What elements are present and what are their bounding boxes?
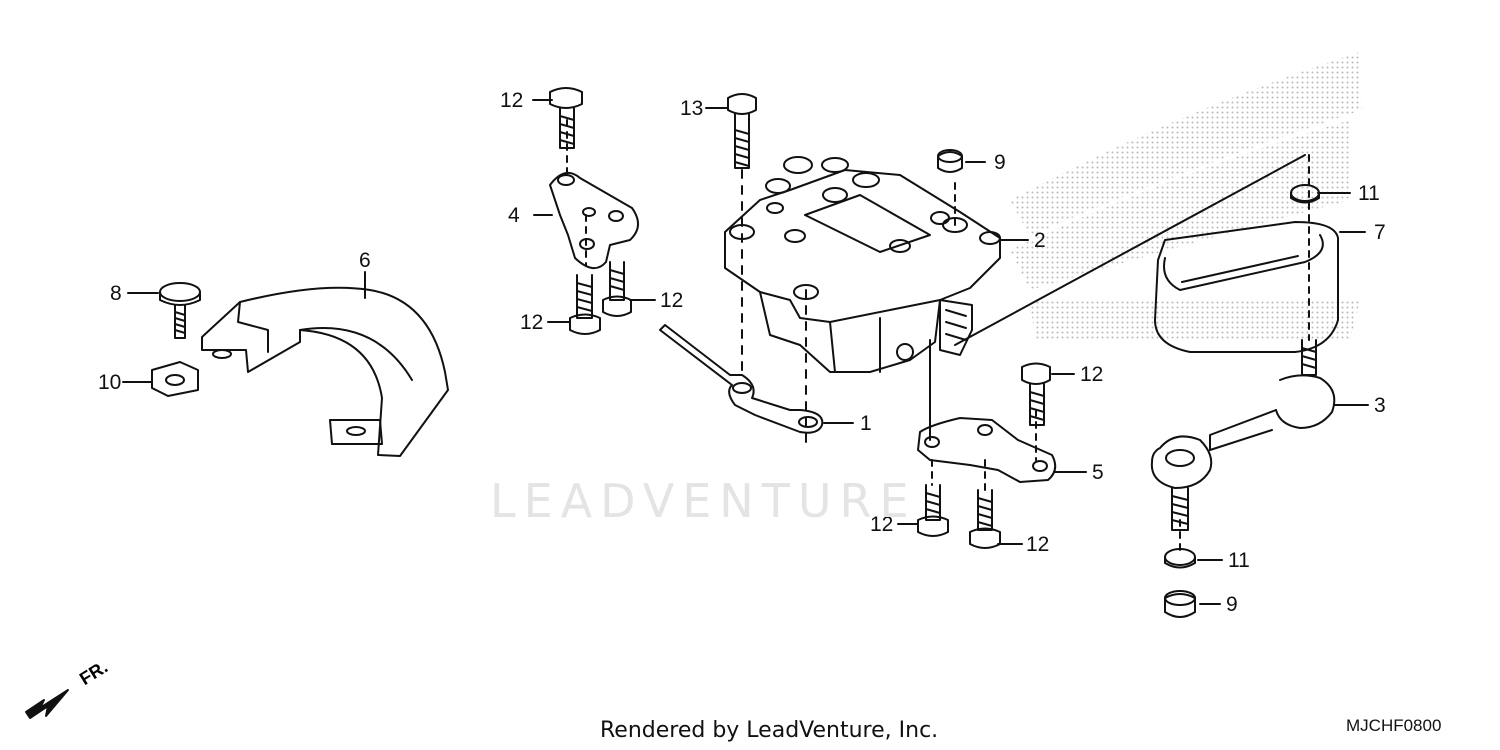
leader-lines — [122, 99, 1369, 605]
part-12-bolt-right-lower — [602, 261, 632, 317]
callout-2: 2 — [1034, 229, 1046, 252]
part-5-bracket — [917, 417, 1057, 483]
part-11-washer-bottom — [1164, 548, 1196, 569]
callout-11: 11 — [1228, 549, 1250, 572]
part-2-steering-damper — [724, 156, 1001, 373]
footer-credit: Rendered by LeadVenture, Inc. — [600, 718, 939, 743]
callout-12: 12 — [1026, 533, 1050, 556]
callout-9: 9 — [994, 151, 1006, 174]
part-9-nut-top — [937, 149, 963, 173]
part-6-cover — [201, 286, 449, 457]
callout-7: 7 — [1374, 221, 1386, 244]
part-12-bolt-bottom-right — [969, 489, 1001, 549]
callout-8: 8 — [110, 282, 122, 305]
part-11-washer-top — [1290, 184, 1320, 204]
diagram-code: MJCHF0800 — [1346, 716, 1442, 735]
callout-9: 9 — [1226, 593, 1238, 616]
part-3-rod-end — [1150, 339, 1336, 531]
part-1-stay — [659, 324, 824, 434]
callout-12: 12 — [870, 513, 894, 536]
callout-12: 12 — [660, 289, 684, 312]
part-7-link — [1154, 221, 1339, 353]
callout-13: 13 — [680, 97, 704, 120]
part-12-bolt-mid-right — [1021, 362, 1051, 426]
callout-1: 1 — [860, 412, 872, 435]
part-9-nut-bottom — [1164, 590, 1196, 618]
callout-6: 6 — [359, 249, 371, 272]
part-8-bolt — [159, 282, 201, 339]
watermark-text: LEADVENTURE — [490, 474, 917, 528]
part-12-bolt-bottom-left — [917, 484, 949, 537]
callout-5: 5 — [1092, 461, 1104, 484]
callout-12: 12 — [1080, 363, 1104, 386]
callout-11: 11 — [1358, 182, 1380, 205]
part-12-bolt-left-lower — [569, 274, 601, 335]
callout-10: 10 — [98, 371, 122, 394]
brand-logo-watermark — [1010, 52, 1362, 340]
front-arrow-icon — [25, 689, 69, 719]
callout-12: 12 — [500, 89, 524, 112]
callout-3: 3 — [1374, 394, 1386, 417]
part-13-bolt — [727, 93, 757, 169]
part-12-bolt-top — [549, 87, 583, 149]
part-4-bracket — [549, 171, 639, 269]
callout-12: 12 — [520, 311, 544, 334]
part-10-clip-nut — [151, 361, 199, 397]
callout-4: 4 — [508, 204, 520, 227]
